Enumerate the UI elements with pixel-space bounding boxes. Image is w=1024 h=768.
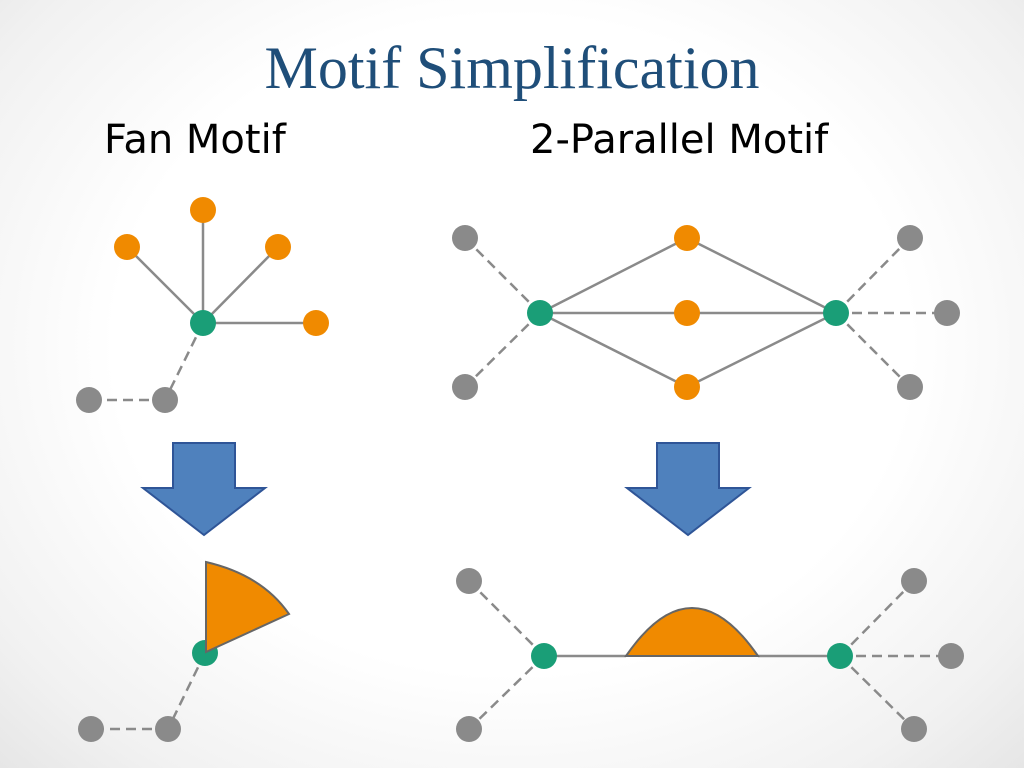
fan-dashed-edge bbox=[163, 322, 205, 401]
parallel-edge bbox=[686, 236, 837, 315]
parallel-dashed-edge bbox=[464, 237, 541, 314]
parallel-motif-label: 2-Parallel Motif bbox=[530, 117, 829, 163]
simplified-parallel-other-node bbox=[938, 643, 964, 669]
parallel-middle-node bbox=[674, 225, 700, 251]
simplified-parallel-dashed-edge bbox=[839, 655, 915, 730]
fan-leaf-node bbox=[265, 234, 291, 260]
parallel-dashed-edge bbox=[835, 237, 911, 314]
fan-glyph bbox=[205, 560, 291, 654]
fan-motif-graph bbox=[76, 197, 329, 413]
fan-hub-node bbox=[190, 310, 216, 336]
simplified-parallel-graph bbox=[456, 568, 964, 742]
simplified-parallel-other-node bbox=[901, 716, 927, 742]
parallel-dashed-edge bbox=[464, 312, 541, 388]
slide-title: Motif Simplification bbox=[264, 35, 760, 101]
simplified-parallel-dashed-edge bbox=[468, 580, 545, 657]
parallel-motif-graph bbox=[452, 225, 960, 400]
parallel-edge bbox=[539, 311, 688, 389]
fan-leaf-node bbox=[303, 310, 329, 336]
simplified-fan-other-node bbox=[78, 716, 104, 742]
parallel-middle-node bbox=[674, 374, 700, 400]
simplified-parallel-dashed-edge bbox=[468, 655, 545, 730]
simplified-parallel-other-node bbox=[901, 568, 927, 594]
fan-other-node bbox=[152, 387, 178, 413]
simplified-parallel-other-node bbox=[456, 568, 482, 594]
parallel-edge bbox=[686, 311, 837, 389]
parallel-hub-node bbox=[823, 300, 849, 326]
simplified-parallel-hub-node bbox=[531, 643, 557, 669]
parallel-other-node bbox=[452, 225, 478, 251]
parallel-other-node bbox=[452, 374, 478, 400]
fan-other-node bbox=[76, 387, 102, 413]
parallel-other-node bbox=[897, 374, 923, 400]
right-down-arrow bbox=[624, 442, 752, 537]
fan-motif-label: Fan Motif bbox=[104, 117, 286, 163]
fan-leaf-node bbox=[190, 197, 216, 223]
fan-leaf-node bbox=[114, 234, 140, 260]
simplified-fan-dashed-edge bbox=[166, 652, 207, 730]
parallel-other-node bbox=[934, 300, 960, 326]
simplified-parallel-dashed-edge bbox=[839, 580, 915, 657]
simplified-fan-graph bbox=[78, 560, 291, 742]
simplified-parallel-hub-node bbox=[827, 643, 853, 669]
simplified-fan-other-node bbox=[155, 716, 181, 742]
fan-edge bbox=[202, 246, 279, 324]
parallel-edge bbox=[539, 236, 688, 315]
fan-edge bbox=[126, 246, 204, 324]
parallel-other-node bbox=[897, 225, 923, 251]
parallel-dashed-edge bbox=[835, 312, 911, 388]
simplified-parallel-other-node bbox=[456, 716, 482, 742]
parallel-hub-node bbox=[527, 300, 553, 326]
parallel-middle-node bbox=[674, 300, 700, 326]
parallel-glyph bbox=[624, 607, 760, 657]
left-down-arrow bbox=[140, 442, 268, 537]
